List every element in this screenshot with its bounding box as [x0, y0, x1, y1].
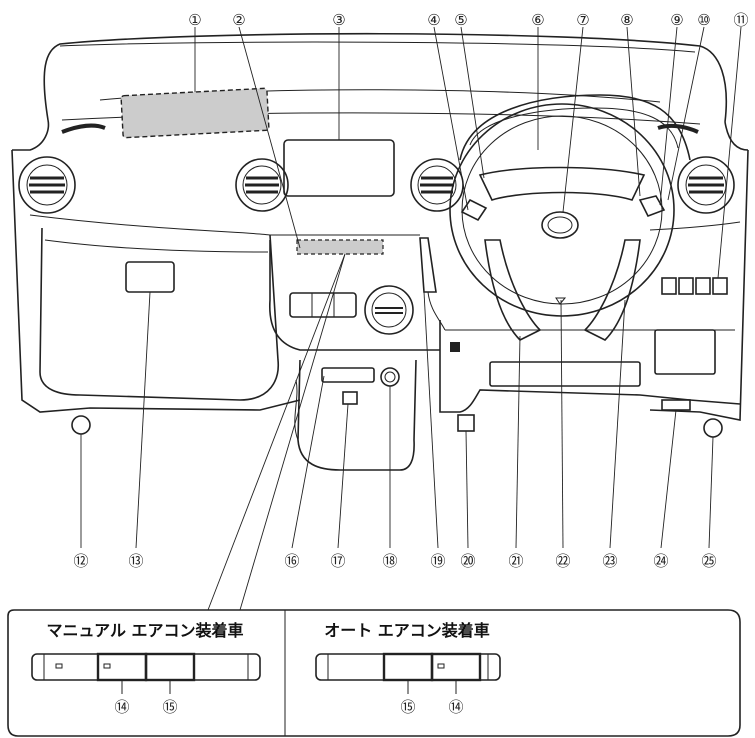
inset-manual-ac-caption: マニュアル エアコン装着車	[46, 621, 243, 640]
callout-19: ⑲	[430, 552, 445, 570]
inset-box: マニュアル エアコン装着車 ⑭ ⑮ オート エアコン装着車 ⑮ ⑭	[7, 609, 741, 737]
callout-25: ㉕	[701, 552, 716, 570]
highlight-area-1	[120, 87, 270, 139]
inset-auto-ac-caption: オート エアコン装着車	[324, 621, 490, 640]
hazard-switch	[450, 342, 460, 352]
callout-1: ①	[188, 11, 201, 29]
left-knob	[71, 415, 91, 435]
callout-17: ⑰	[330, 552, 345, 570]
callout-6: ⑥	[531, 11, 544, 29]
callout-3: ③	[332, 11, 345, 29]
callout-7: ⑦	[576, 11, 589, 29]
inset-auto-label-15: ⑮	[400, 698, 415, 716]
leader-lines	[80, 26, 742, 611]
defroster-left	[61, 123, 106, 134]
center-switch	[342, 391, 358, 405]
callout-13: ⑬	[128, 552, 143, 570]
vent-side-left	[18, 156, 76, 214]
lower-right-pocket	[654, 329, 716, 375]
callout-11: ⑪	[733, 11, 748, 29]
climate-dial	[364, 285, 414, 335]
callout-4: ④	[427, 11, 440, 29]
vent-center-right	[410, 158, 464, 212]
callout-10: ⑩	[697, 11, 710, 29]
callout-21: ㉑	[508, 552, 523, 570]
dashboard-outline	[11, 32, 749, 471]
callout-18: ⑱	[382, 552, 397, 570]
callout-5: ⑤	[454, 11, 467, 29]
inset-manual-label-14: ⑭	[114, 698, 129, 716]
callout-labels: ① ② ③ ④ ⑤ ⑥ ⑦ ⑧ ⑨ ⑩ ⑪ ⑫ ⑬ ⑯ ⑰ ⑱ ⑲ ⑳ ㉑ ㉒ …	[73, 11, 748, 570]
fuse-cover	[661, 399, 691, 411]
callout-9: ⑨	[670, 11, 683, 29]
glovebox-handle	[125, 261, 175, 293]
switch-bank	[661, 277, 728, 295]
horn-pad	[541, 211, 579, 239]
vent-center-left	[235, 158, 289, 212]
callout-16: ⑯	[284, 552, 299, 570]
highlight-area-2	[296, 239, 384, 255]
shift-lever	[419, 237, 437, 293]
callout-23: ㉓	[602, 552, 617, 570]
right-knob	[703, 418, 723, 438]
callout-12: ⑫	[73, 552, 88, 570]
vent-side-right	[677, 156, 735, 214]
callout-2: ②	[232, 11, 245, 29]
power-outlet	[380, 367, 400, 387]
callout-22: ㉒	[555, 552, 570, 570]
callout-20: ⑳	[460, 552, 475, 570]
lower-tray	[489, 361, 641, 387]
callout-8: ⑧	[620, 11, 633, 29]
center-tray	[321, 367, 375, 383]
climate-control-panel	[289, 292, 357, 318]
defroster-right	[657, 123, 699, 134]
steering-wheel	[449, 103, 675, 341]
inset-manual-ac: マニュアル エアコン装着車 ⑭ ⑮	[31, 621, 261, 716]
center-display	[283, 139, 395, 197]
inset-manual-label-15: ⑮	[162, 698, 177, 716]
callout-24: ㉔	[653, 552, 668, 570]
hood-release	[457, 414, 475, 432]
inset-auto-ac: オート エアコン装着車 ⑮ ⑭	[315, 621, 501, 716]
inset-auto-label-14: ⑭	[448, 698, 463, 716]
